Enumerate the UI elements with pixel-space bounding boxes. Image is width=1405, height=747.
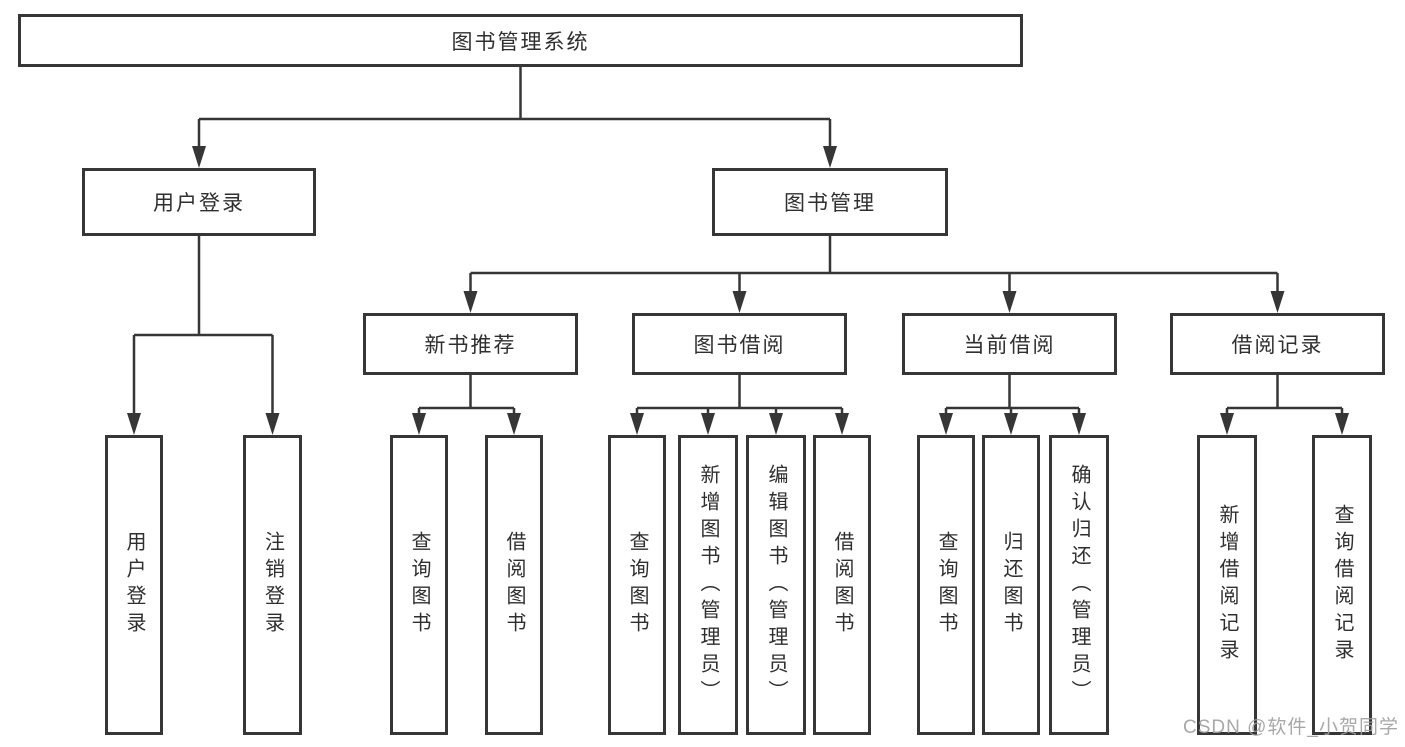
node-root: 图书管理系统: [18, 14, 1023, 67]
leaf-newbook-borrow-books: 借阅图书: [485, 435, 543, 735]
leaf-user-login: 用户登录: [105, 435, 163, 735]
leaf-borrow-add-books-admin: 新增图书（管理员）: [678, 435, 738, 735]
node-current-borrow: 当前借阅: [902, 313, 1117, 375]
leaf-records-query-record-label: 查询借阅记录: [1331, 504, 1353, 666]
leaf-records-add-record-label: 新增借阅记录: [1216, 504, 1238, 666]
node-user-login-branch: 用户登录: [82, 168, 316, 236]
leaf-current-return-books: 归还图书: [982, 435, 1040, 735]
leaf-newbook-borrow-books-label: 借阅图书: [503, 531, 525, 639]
node-new-book-recommend-label: 新书推荐: [424, 334, 517, 357]
leaf-newbook-query-books-label: 查询图书: [408, 531, 430, 639]
leaf-current-confirm-return-admin: 确认归还（管理员）: [1049, 435, 1109, 735]
leaf-records-add-record: 新增借阅记录: [1197, 435, 1257, 735]
leaf-records-query-record: 查询借阅记录: [1312, 435, 1372, 735]
node-borrow-records: 借阅记录: [1170, 313, 1385, 375]
node-current-borrow-label: 当前借阅: [963, 334, 1056, 357]
leaf-current-query-books-label: 查询图书: [935, 531, 957, 639]
leaf-borrow-edit-books-admin: 编辑图书（管理员）: [746, 435, 806, 735]
node-book-borrow: 图书借阅: [632, 313, 847, 375]
watermark: CSDN @软件_小贺同学: [1183, 717, 1399, 738]
leaf-logout: 注销登录: [243, 435, 302, 735]
node-book-management-branch-label: 图书管理: [784, 192, 876, 215]
leaf-current-return-books-label: 归还图书: [1000, 531, 1022, 639]
leaf-borrow-add-books-admin-label: 新增图书（管理员）: [697, 463, 719, 707]
node-user-login-branch-label: 用户登录: [153, 192, 245, 215]
leaf-user-login-label: 用户登录: [123, 531, 145, 639]
leaf-borrow-query-books: 查询图书: [608, 435, 666, 735]
leaf-newbook-query-books: 查询图书: [390, 435, 448, 735]
node-root-label: 图书管理系统: [451, 30, 590, 54]
node-new-book-recommend: 新书推荐: [363, 313, 578, 375]
leaf-logout-label: 注销登录: [261, 531, 284, 639]
leaf-borrow-borrow-books: 借阅图书: [813, 435, 871, 735]
leaf-current-query-books: 查询图书: [917, 435, 975, 735]
leaf-borrow-edit-books-admin-label: 编辑图书（管理员）: [765, 463, 787, 707]
node-book-management-branch: 图书管理: [712, 168, 948, 236]
leaf-borrow-query-books-label: 查询图书: [626, 531, 648, 639]
leaf-current-confirm-return-admin-label: 确认归还（管理员）: [1068, 463, 1090, 707]
node-book-borrow-label: 图书借阅: [693, 334, 786, 357]
node-borrow-records-label: 借阅记录: [1231, 334, 1324, 357]
leaf-borrow-borrow-books-label: 借阅图书: [831, 531, 853, 639]
